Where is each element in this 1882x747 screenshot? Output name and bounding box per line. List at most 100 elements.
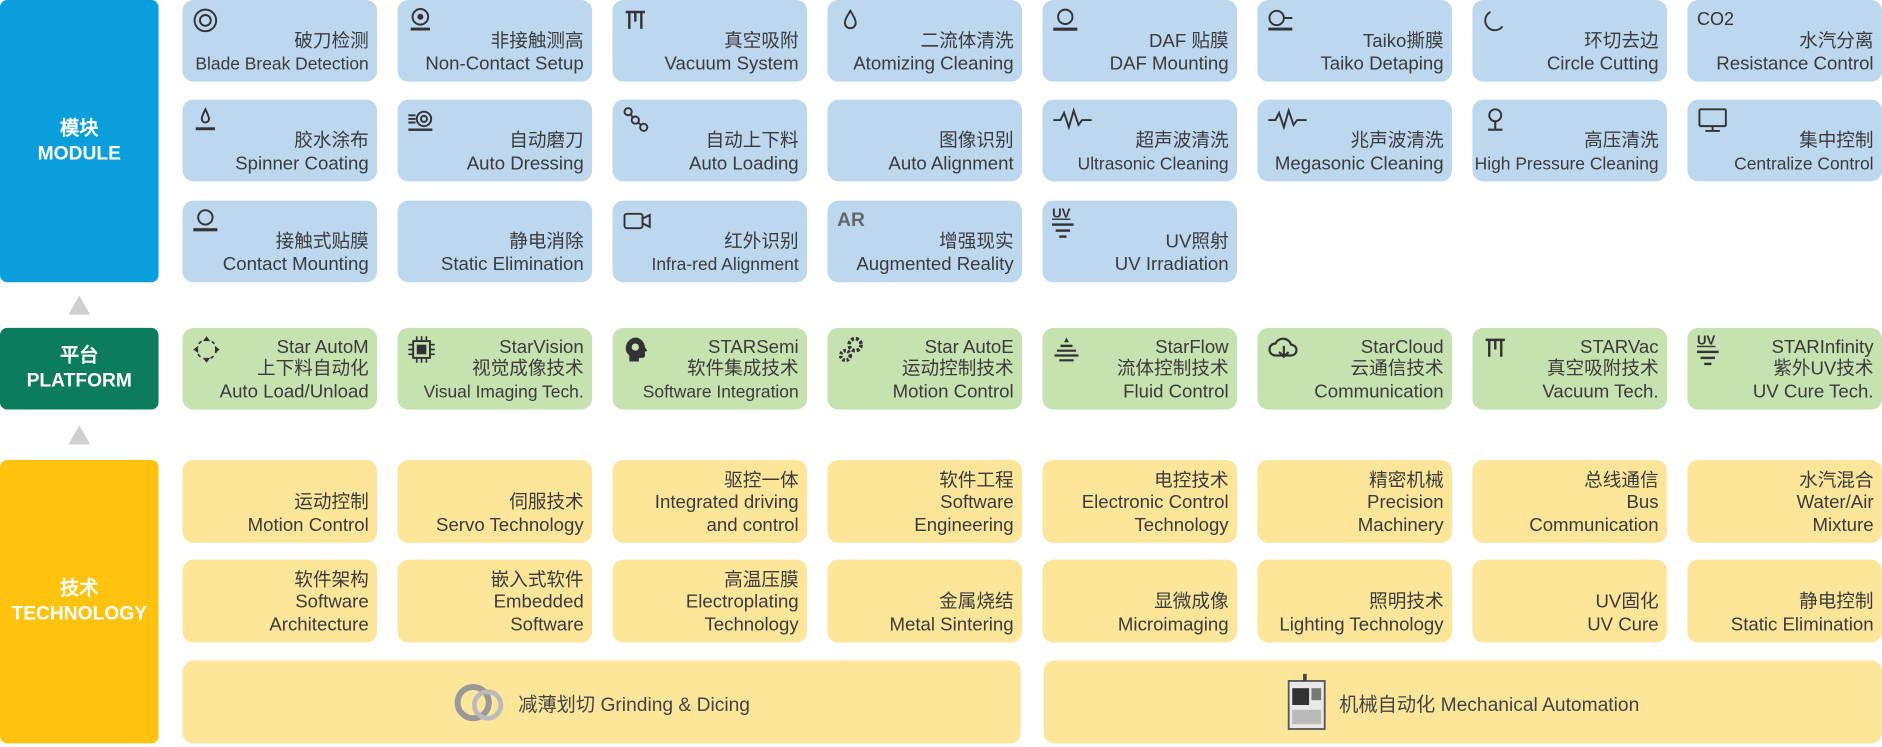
tile-text-line: Static Elimination	[440, 254, 584, 275]
uv-icon: UV	[1052, 207, 1078, 238]
mechanical-automation-tile: 机械自动化 Mechanical Automation	[1043, 660, 1882, 744]
tile-text-line: STARVac	[1579, 336, 1659, 358]
technology-label-en: TECHNOLOGY	[11, 604, 148, 625]
tile-text-line: 嵌入式软件	[490, 569, 584, 591]
tile-text-line: 软件架构	[294, 569, 369, 591]
tile-text-line: Taiko撕膜	[1362, 31, 1444, 52]
platform-label-cn: 平台	[60, 345, 99, 367]
tile-text-line: Taiko Detaping	[1320, 53, 1444, 74]
up-arrow-icon	[68, 425, 91, 445]
tile-text-line: Blade Break Detection	[195, 54, 369, 74]
tile-text-line: Technology	[1134, 514, 1229, 536]
technology-label-cn: 技术	[60, 578, 99, 600]
blade-icon	[192, 7, 218, 33]
tile-text-line: Atomizing Cleaning	[853, 53, 1014, 74]
tile-text-line: 集中控制	[1799, 130, 1874, 152]
tile-text-line: Ultrasonic Cleaning	[1077, 154, 1229, 174]
tile-text-line: Water/Air	[1796, 492, 1874, 513]
cloud-icon	[1267, 335, 1298, 361]
platform-label: 平台 PLATFORM	[0, 327, 159, 410]
tile-text-line: Visual Imaging Tech.	[423, 382, 584, 402]
tile-text-line: 显微成像	[1154, 592, 1229, 613]
tile-text-line: Software Integration	[642, 382, 799, 402]
tile-text-line: 总线通信	[1584, 470, 1659, 491]
tile-text-line: 伺服技术	[509, 492, 584, 513]
tile-text-line: 接触式贴膜	[275, 231, 369, 253]
tile-text-line: STARInfinity	[1771, 336, 1874, 358]
tile-text-line: StarVision	[499, 336, 584, 358]
tile-text-line: 胶水涂布	[294, 130, 369, 152]
tile-text-line: UV Cure Tech.	[1752, 381, 1874, 402]
tile-text-line: 兆声波清洗	[1350, 130, 1444, 152]
dressing-icon	[407, 107, 433, 133]
module-label-cn: 模块	[60, 118, 99, 139]
tile-text-line: Precision	[1367, 492, 1444, 513]
mechanical-automation-label: 机械自动化 Mechanical Automation	[1339, 694, 1640, 716]
tile-text-line: Software	[510, 614, 584, 635]
tile-text-line: Star AutoM	[276, 336, 369, 358]
tile-text-line: Bus	[1626, 492, 1659, 513]
tile-text-line: Integrated driving	[654, 492, 799, 513]
chip-icon	[407, 335, 435, 363]
tile-text-line: Lighting Technology	[1279, 614, 1444, 635]
tile-text-line: 红外识别	[724, 231, 799, 253]
tile-text-line: UV Cure	[1587, 614, 1659, 635]
tile-text-line: 水汽混合	[1799, 470, 1874, 491]
tile-text-line: 电控技术	[1154, 470, 1229, 491]
tile-text-line: 高压清洗	[1584, 130, 1659, 152]
vacuum-icon	[622, 7, 648, 33]
tile-text-line: 金属烧结	[939, 592, 1014, 613]
drop-plate-icon	[192, 107, 218, 133]
tile-text-line: 驱控一体	[724, 470, 799, 491]
uv-icon: UV	[1697, 334, 1723, 366]
technology-label: 技术 TECHNOLOGY	[0, 459, 159, 744]
rings-icon	[453, 683, 503, 721]
tile-text-line: 紫外UV技术	[1773, 359, 1874, 380]
gears-icon	[837, 335, 863, 363]
tile-text-line: Communication	[1314, 381, 1444, 402]
tile-text-line: 静电消除	[509, 231, 584, 253]
camera-icon	[622, 208, 651, 234]
tile-text-line: Vacuum System	[664, 53, 799, 74]
fluid-icon	[1052, 335, 1079, 362]
move-icon	[192, 335, 220, 363]
tile-text-line: 增强现实	[939, 231, 1014, 253]
tile-text-line: Communication	[1529, 514, 1659, 536]
tile-text-line: 流体控制技术	[1116, 359, 1229, 380]
tile-text-line: UV Irradiation	[1114, 254, 1229, 275]
tile-text-line: UV照射	[1165, 231, 1229, 253]
machine-icon	[1287, 673, 1326, 730]
tile-text-line: Servo Technology	[436, 514, 584, 536]
tile-text-line: Auto Dressing	[466, 153, 584, 174]
droplet-icon	[837, 7, 863, 33]
tile-text-line: 非接触测高	[490, 31, 584, 52]
tile-text-line: 二流体清洗	[920, 31, 1014, 52]
